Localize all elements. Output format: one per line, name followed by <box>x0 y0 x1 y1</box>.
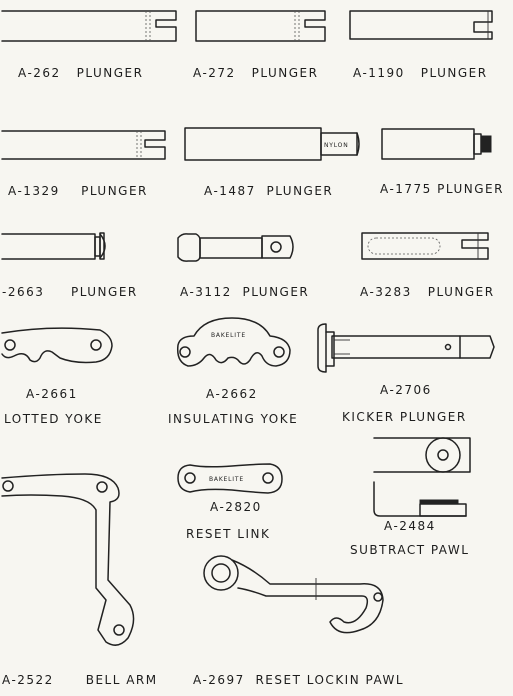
part-number-a2820: A-2820 <box>210 500 262 514</box>
part-label-a3112: A-3112 PLUNGER <box>180 285 309 299</box>
part-number: A-262 <box>18 66 61 80</box>
drawing-a2522 <box>1 473 135 646</box>
part-number: A-1329 <box>8 184 60 198</box>
part-name-a2661: LOTTED YOKE <box>4 412 103 426</box>
part-name-a2484: SUBTRACT PAWL <box>350 543 470 557</box>
part-label-a2522: A-2522 BELL ARM <box>2 673 158 687</box>
part-name: PLUNGER <box>266 184 334 198</box>
part-name-a2662: INSULATING YOKE <box>168 412 299 426</box>
part-label-a2663: -2663 PLUNGER <box>2 285 138 299</box>
part-label-a262: A-262 PLUNGER <box>18 66 143 80</box>
part-label-a2697: A-2697 RESET LOCKIN PAWL <box>193 673 404 687</box>
part-label-a3283: A-3283 PLUNGER <box>360 285 495 299</box>
part-number-a2661: A-2661 <box>26 387 78 401</box>
part-number-a2706: A-2706 <box>380 383 432 397</box>
part-number: A-272 <box>193 66 236 80</box>
drawing-a2663 <box>1 232 106 260</box>
drawing-a2820: BAKELITE <box>177 463 283 494</box>
part-number-a2484: A-2484 <box>384 519 436 533</box>
part-label-a1487: A-1487 PLUNGER <box>204 184 333 198</box>
part-number: A-3283 <box>360 285 412 299</box>
drawing-a1329 <box>1 130 166 160</box>
part-label-a1329: A-1329 PLUNGER <box>8 184 148 198</box>
drawing-a3112 <box>177 233 294 262</box>
part-label-a272: A-272 PLUNGER <box>193 66 318 80</box>
part-label-a1775: A-1775 PLUNGER <box>380 182 504 196</box>
part-name: PLUNGER <box>251 66 319 80</box>
drawing-a2662: BAKELITE <box>176 317 291 367</box>
drawing-label-nylon: NYLON <box>324 142 349 149</box>
part-number: A-1190 <box>353 66 405 80</box>
part-name: BELL ARM <box>85 673 158 687</box>
drawing-a3283 <box>361 232 489 260</box>
drawing-a2706 <box>317 323 495 373</box>
drawing-a1487: NYLON <box>184 127 360 161</box>
part-number: -2663 <box>2 285 45 299</box>
part-name: RESET LOCKIN PAWL <box>255 673 405 687</box>
drawing-label-bakelite-yoke: BAKELITE <box>211 332 246 339</box>
drawing-a262 <box>1 10 177 42</box>
part-number: A-1775 <box>380 182 432 196</box>
part-number: A-2522 <box>2 673 54 687</box>
drawing-a2661 <box>1 327 113 364</box>
part-label-a1190: A-1190 PLUNGER <box>353 66 488 80</box>
part-name: PLUNGER <box>76 66 144 80</box>
part-number: A-3112 <box>180 285 232 299</box>
part-name: PLUNGER <box>420 66 488 80</box>
drawing-a2484 <box>373 437 471 517</box>
part-name-a2820: RESET LINK <box>186 527 271 541</box>
part-number: A-2697 <box>193 673 245 687</box>
drawing-a1775 <box>381 128 492 160</box>
drawing-a1190 <box>349 10 493 40</box>
part-name: PLUNGER <box>242 285 310 299</box>
part-number-a2662: A-2662 <box>206 387 258 401</box>
part-number: A-1487 <box>204 184 256 198</box>
part-name-a2706: KICKER PLUNGER <box>342 410 467 424</box>
part-name: PLUNGER <box>437 182 504 196</box>
drawing-a272 <box>195 10 326 42</box>
drawing-label-bakelite-link: BAKELITE <box>209 476 244 483</box>
part-name: PLUNGER <box>81 184 148 198</box>
part-name: PLUNGER <box>427 285 495 299</box>
drawing-a2697 <box>203 555 384 634</box>
part-name: PLUNGER <box>70 285 138 299</box>
